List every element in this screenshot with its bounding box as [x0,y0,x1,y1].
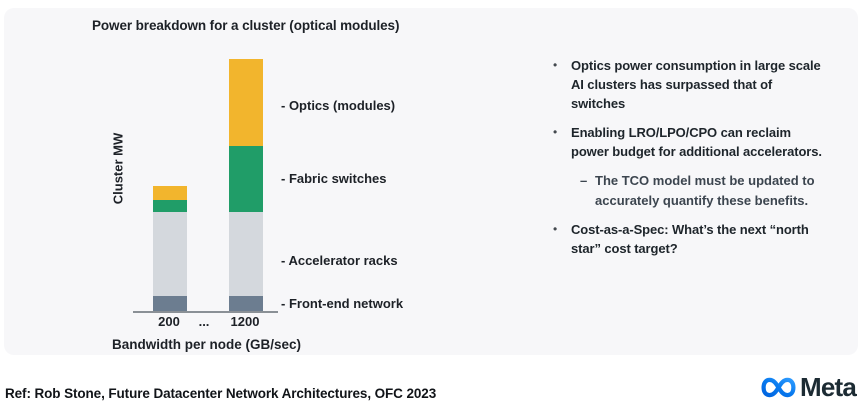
bullet-dot-icon: • [553,125,558,139]
bullet-text: Enabling LRO/LPO/CPO can reclaim power b… [571,125,822,159]
meta-infinity-icon [761,377,796,397]
segment-front-end-network [153,296,187,313]
x-axis-label: Bandwidth per node (GB/sec) [112,337,302,352]
bar-200 [153,186,187,313]
bullet-text: Optics power consumption in large scale … [571,58,821,111]
segment-fabric-switches [153,200,187,212]
x-axis-line [133,311,278,313]
bullet-lro-lpo-cpo: • Enabling LRO/LPO/CPO can reclaim power… [548,123,838,161]
meta-logo: Meta [760,372,857,402]
bar-1200 [229,59,263,313]
meta-wordmark: Meta [800,372,857,402]
label-accelerator-racks: - Accelerator racks [281,253,398,268]
label-front-end-network: - Front-end network [281,296,404,311]
label-optics-modules: - Optics (modules) [281,98,396,113]
bullet-optics-power: • Optics power consumption in large scal… [548,56,838,113]
reference-citation: Ref: Rob Stone, Future Datacenter Networ… [5,386,437,401]
bullet-cost-as-a-spec: • Cost-as-a-Spec: What’s the next “north… [548,220,838,258]
dash-icon: – [580,173,588,188]
chart-title: Power breakdown for a cluster (optical m… [92,18,400,33]
x-tick-1200: 1200 [230,314,260,329]
segment-optics-modules- [229,59,263,146]
bullet-dot-icon: • [553,58,558,72]
sub-bullet-text: The TCO model must be updated to accurat… [595,173,815,208]
x-tick-200: 200 [158,314,180,329]
segment-optics-modules- [153,186,187,200]
y-axis-label: Cluster MW [110,132,126,205]
bullet-text: Cost-as-a-Spec: What’s the next “north s… [571,222,809,256]
segment-fabric-switches [229,146,263,212]
segment-accelerator-racks [153,212,187,296]
x-tick-ellipsis: ... [198,314,210,329]
bullet-dot-icon: • [553,222,558,236]
bullet-list: • Optics power consumption in large scal… [548,56,838,268]
segment-front-end-network [229,296,263,313]
slide-panel [4,8,858,355]
label-fabric-switches: - Fabric switches [281,171,387,186]
segment-accelerator-racks [229,212,263,296]
sub-bullet-tco-model: – The TCO model must be updated to accur… [580,171,838,210]
